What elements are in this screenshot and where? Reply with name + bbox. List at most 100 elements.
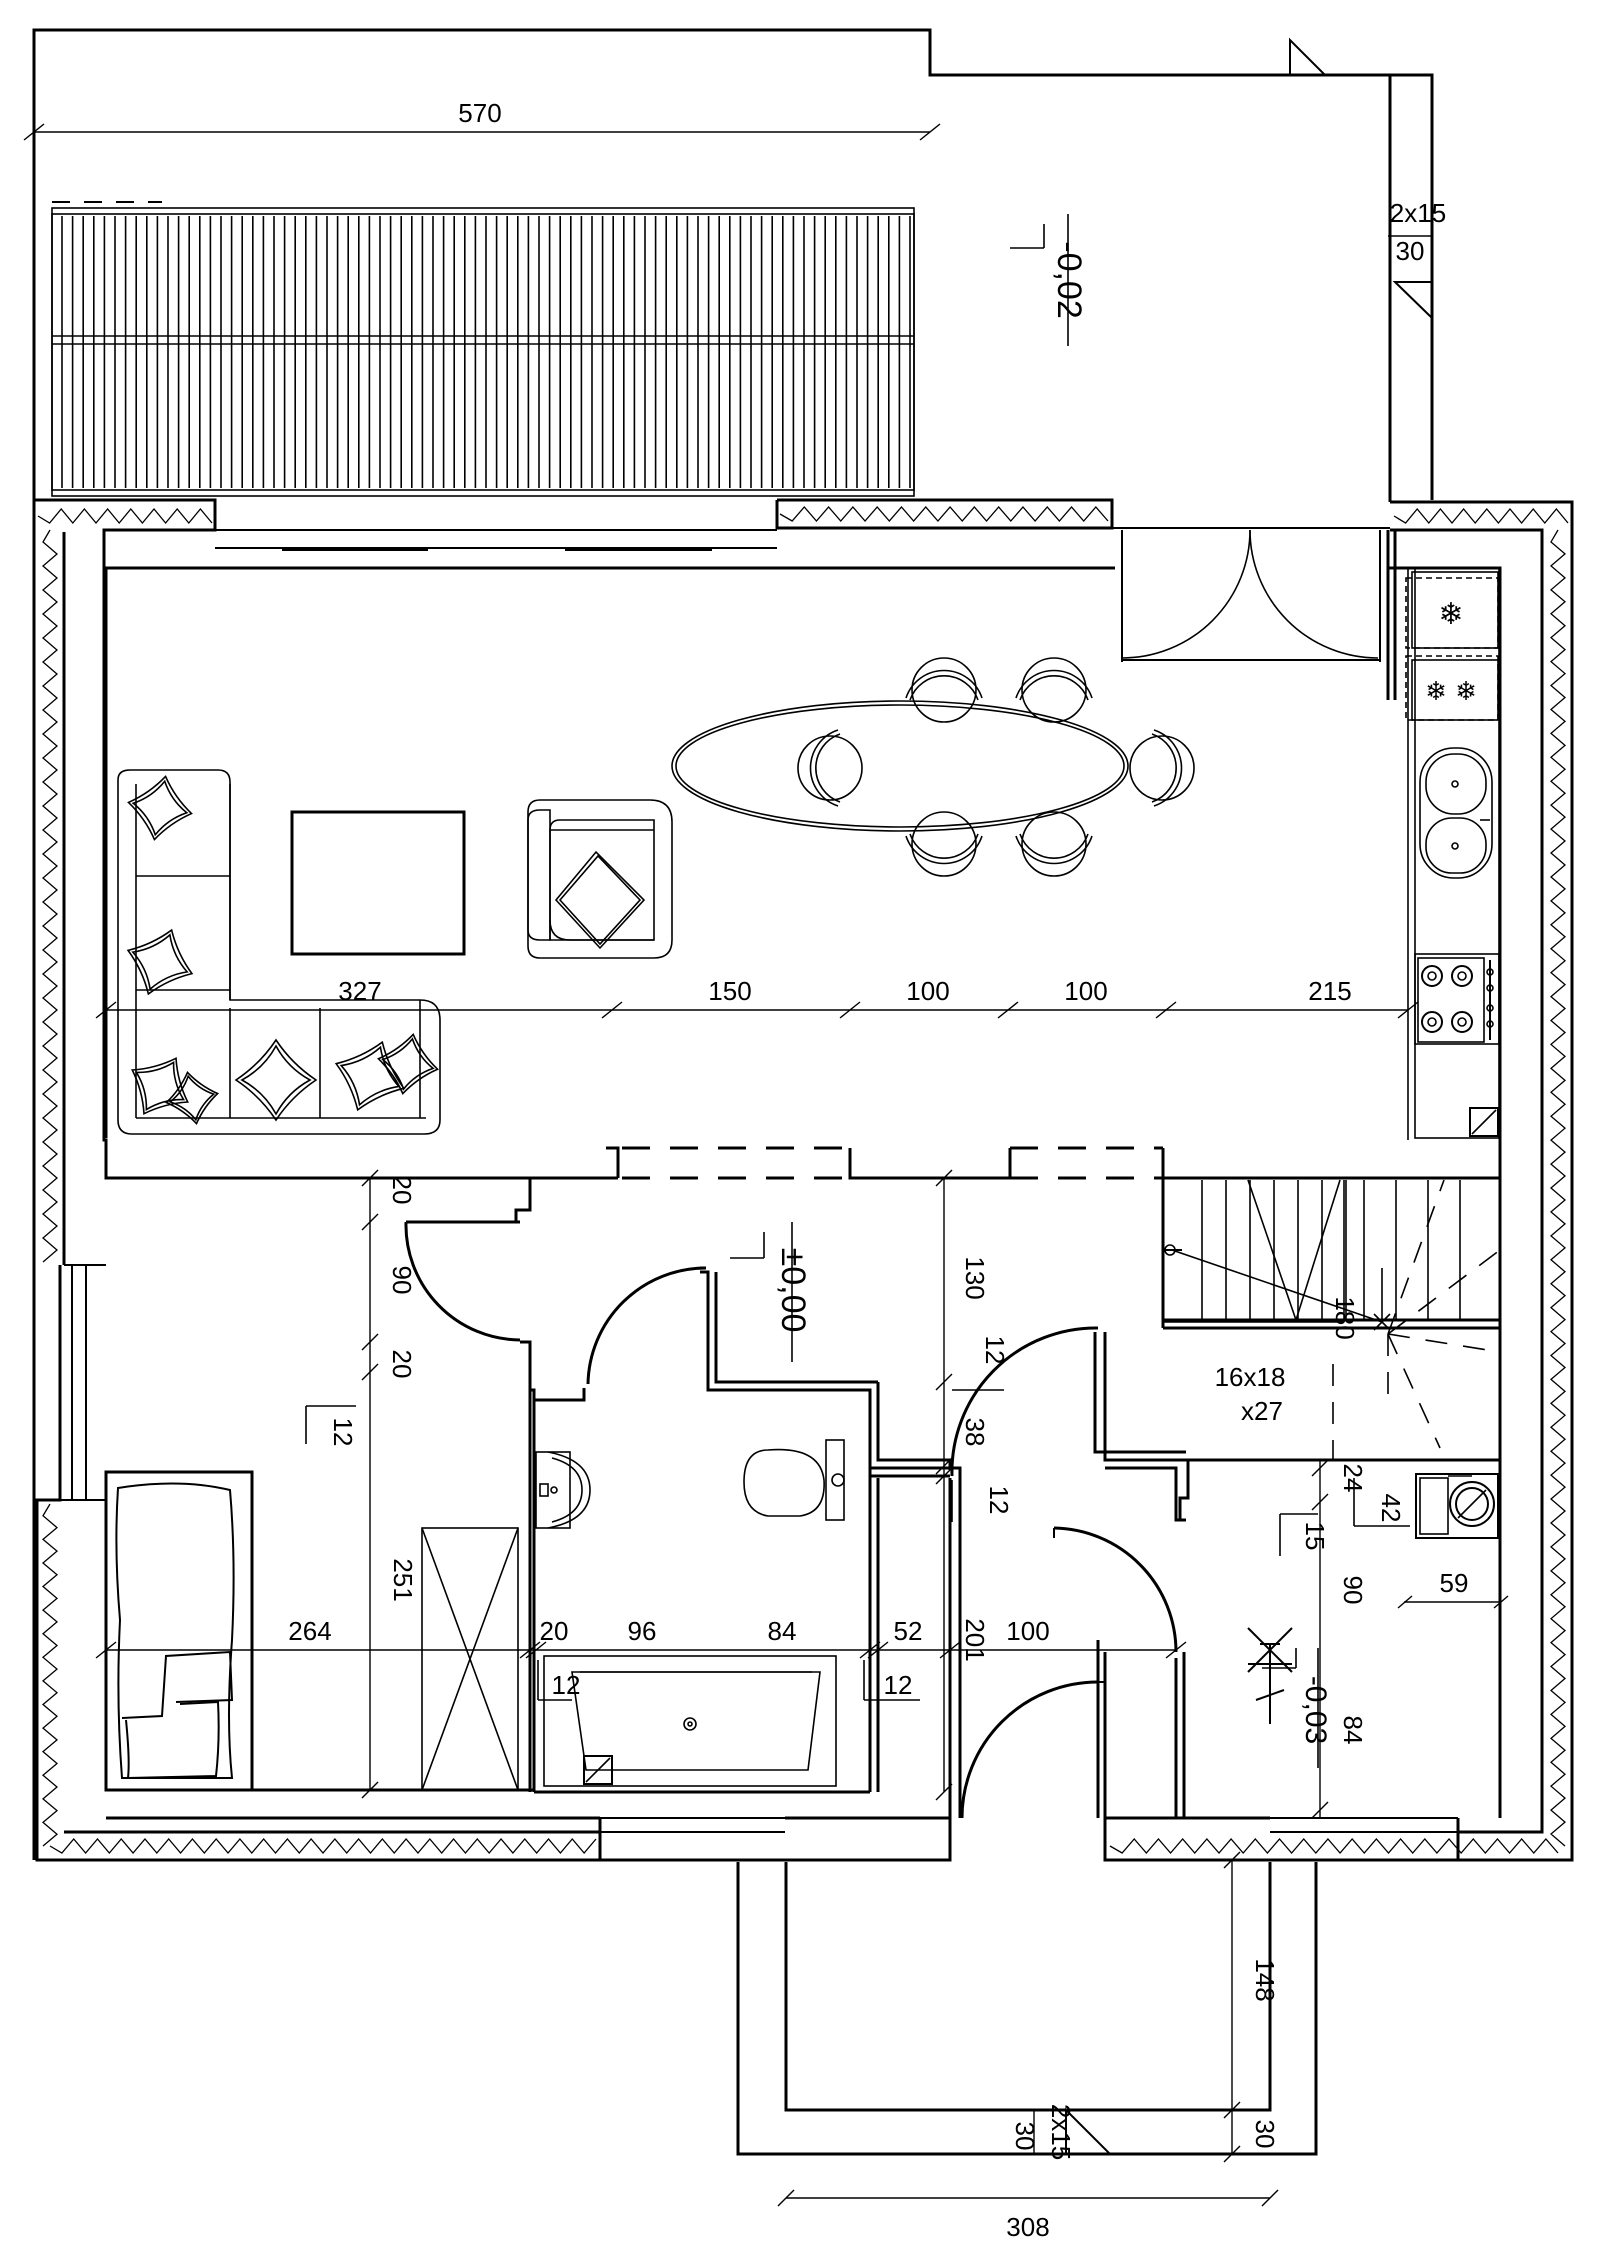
bath-dim-12: 12 (552, 1670, 581, 1700)
insulation-strip (1393, 507, 1569, 525)
tech-dim-42: 42 (1376, 1494, 1406, 1523)
freezer-icon-left: ❄ (1425, 676, 1447, 706)
boiler (1415, 1473, 1499, 1539)
wall-insulation (37, 506, 1569, 1855)
insulation-strip (1549, 529, 1567, 1847)
cushion (164, 1070, 220, 1126)
hall-dim-52: 52 (894, 1616, 923, 1646)
porch-dim-30: 30 (1250, 2120, 1280, 2149)
insulation-strip (49, 1837, 597, 1855)
stair-dim-180: 180 (1330, 1296, 1360, 1339)
stair-spec-steps: 16x18 (1215, 1362, 1286, 1392)
armchair (527, 799, 673, 959)
dining-chair (905, 811, 983, 877)
floor-drain-symbol (1247, 1627, 1293, 1724)
technical-level-marker: -0,03 (1262, 1648, 1332, 1768)
bathroom: 12 (535, 1439, 845, 1787)
living-dim-150: 150 (708, 976, 751, 1006)
terrace-width-label: 570 (458, 98, 501, 128)
kitchen-sink (1419, 747, 1493, 879)
bed-dim-20a: 20 (387, 1176, 417, 1205)
living-dim-215: 215 (1308, 976, 1351, 1006)
main-level-marker: ±0,00 (730, 1222, 812, 1362)
porch-step-label: 2x15 (1046, 2104, 1076, 2160)
insulation-strip (1109, 1838, 1559, 1854)
porch: 148 30 2x15 30 308 (736, 1851, 1318, 2242)
insulation-strip (779, 506, 1109, 522)
living-room-furniture (117, 657, 1195, 1135)
dining-chair (905, 657, 983, 723)
coffee-table (290, 810, 466, 956)
dining-table (671, 657, 1195, 877)
deck-slats (61, 216, 911, 488)
freezer-icon-right: ❄ (1455, 676, 1477, 706)
tech-dim-24: 24 (1338, 1464, 1368, 1493)
insulation-strip (37, 507, 213, 525)
bed-dim-251: 251 (388, 1558, 418, 1601)
hall-dim-100: 100 (1006, 1616, 1049, 1646)
tech-dim-84: 84 (1338, 1716, 1368, 1745)
terrace-step-label: 2x15 (1390, 198, 1446, 228)
porch-width-label: 308 (1006, 2212, 1049, 2242)
staircase: 180 16x18 x27 (1163, 1179, 1501, 1460)
hall-dim-38: 38 (960, 1418, 990, 1447)
bed-frame (104, 1470, 254, 1792)
hall-dim-201: 201 (960, 1618, 990, 1661)
chimney-vent (1469, 1107, 1499, 1137)
tech-dim-59: 59 (1440, 1568, 1469, 1598)
freezer-icon: ❄ (1438, 598, 1463, 631)
kitchen: ❄ ❄ ❄ (1405, 567, 1500, 1139)
tech-dim-15: 15 (1300, 1522, 1330, 1551)
hall-dim-12b: 12 (980, 1336, 1010, 1365)
insulation-strip (41, 1503, 59, 1847)
tech-dim-90: 90 (1338, 1576, 1368, 1605)
living-dim-327: 327 (338, 976, 381, 1006)
dining-chair (797, 729, 863, 807)
technical-level-label: -0,03 (1299, 1676, 1332, 1744)
hall-dim-130: 130 (960, 1256, 990, 1299)
bedroom-bath-dimension-chain: 264 20 96 84 52 100 12 (95, 1616, 1187, 1701)
washbasin (535, 1451, 591, 1529)
dining-chair (1129, 729, 1195, 807)
cushion (131, 1057, 189, 1115)
dining-chair (1015, 811, 1093, 877)
doors (404, 1220, 1178, 1819)
living-dimension-chain: 327 150 100 100 215 (95, 976, 1419, 1019)
insulation-strip (42, 529, 58, 1263)
bathtub (543, 1655, 837, 1787)
hall-dim-12c: 12 (984, 1486, 1014, 1515)
stove (1414, 953, 1500, 1045)
bath-dim-84: 84 (768, 1616, 797, 1646)
bath-dim-20: 20 (540, 1616, 569, 1646)
exterior-walls (32, 498, 1574, 1862)
dining-chairs (797, 657, 1195, 877)
bed-dim-20b: 20 (387, 1350, 417, 1379)
bath-dim-96: 96 (628, 1616, 657, 1646)
technical-room: -0,03 24 15 42 90 84 59 (1247, 1459, 1509, 1819)
bedroom: 20 90 20 12 251 (104, 1169, 519, 1799)
terrace: 570 2x15 30 -0,02 (23, 28, 1446, 502)
terrace-step-depth-label: 30 (1396, 236, 1425, 266)
bed-dim-90: 90 (387, 1266, 417, 1295)
porch-dim-148: 148 (1250, 1958, 1280, 2001)
porch-step-depth-label: 30 (1010, 2122, 1040, 2151)
hall: ±0,00 130 12 38 12 201 (730, 1169, 1014, 1801)
stair-treads (1201, 1180, 1461, 1320)
hall-dim-12a: 12 (884, 1670, 913, 1700)
cushion (127, 775, 193, 841)
kitchen-counter (1414, 567, 1500, 1139)
cushion (126, 928, 194, 996)
cushion (234, 1038, 318, 1122)
bed-dim-12: 12 (328, 1418, 358, 1447)
terrace-level-marker: -0,02 (1010, 214, 1088, 346)
pergola-deck (51, 207, 915, 497)
cushion (377, 1033, 439, 1095)
terrace-level-label: -0,02 (1050, 241, 1088, 319)
sofa-cushions (126, 775, 439, 1126)
bed-fold (121, 1650, 234, 1719)
living-dim-100a: 100 (906, 976, 949, 1006)
interior-walls (104, 568, 1500, 1818)
bed-blanket (115, 1482, 235, 1779)
toilet (743, 1439, 845, 1521)
